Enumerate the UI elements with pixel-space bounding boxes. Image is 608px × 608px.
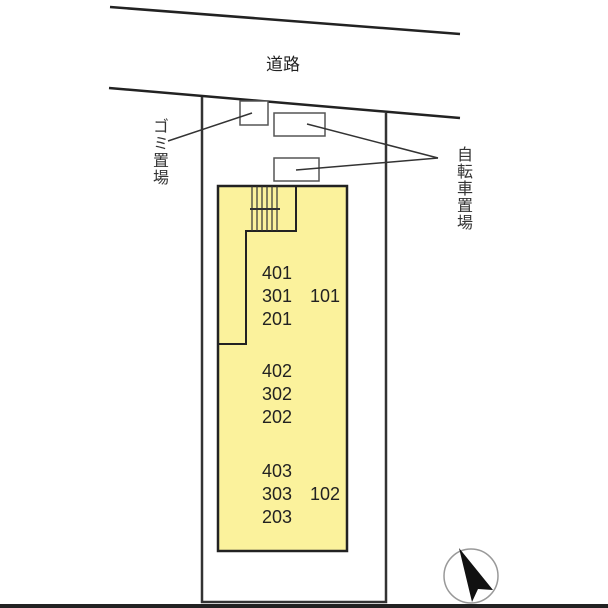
unit-group-2: 402 302 202 bbox=[262, 360, 292, 429]
unit-402: 402 bbox=[262, 361, 293, 381]
stairs bbox=[250, 186, 280, 231]
north-arrow-icon bbox=[443, 548, 499, 604]
unit-401: 401 bbox=[262, 263, 293, 283]
bottom-border bbox=[0, 604, 608, 608]
bicycle-leader-1 bbox=[306, 123, 439, 159]
garbage-area-label: ゴミ置場 bbox=[150, 118, 169, 186]
unit-301: 301 bbox=[262, 286, 293, 306]
bicycle-box-1 bbox=[273, 112, 326, 137]
unit-group-3: 403 303 203 bbox=[262, 460, 292, 529]
unit-102: 102 bbox=[310, 484, 341, 504]
unit-303: 303 bbox=[262, 484, 293, 504]
garbage-box bbox=[239, 100, 269, 126]
stair-corridor-outline bbox=[218, 186, 297, 345]
unit-202: 202 bbox=[262, 407, 293, 427]
unit-101: 101 bbox=[310, 286, 341, 306]
unit-201: 201 bbox=[262, 309, 293, 329]
bicycle-leader-2 bbox=[295, 157, 439, 171]
unit-203: 203 bbox=[262, 507, 293, 527]
lot-boundary bbox=[200, 97, 388, 604]
unit-group-1: 401 301 201 bbox=[262, 262, 292, 331]
unit-302: 302 bbox=[262, 384, 293, 404]
road-edge-bottom bbox=[108, 86, 461, 120]
unit-403: 403 bbox=[262, 461, 293, 481]
building bbox=[216, 184, 349, 553]
road-edge-top bbox=[109, 5, 461, 36]
garbage-leader bbox=[167, 112, 253, 142]
road-label: 道路 bbox=[266, 55, 300, 75]
bicycle-parking-label: 自転車置場 bbox=[454, 146, 473, 231]
